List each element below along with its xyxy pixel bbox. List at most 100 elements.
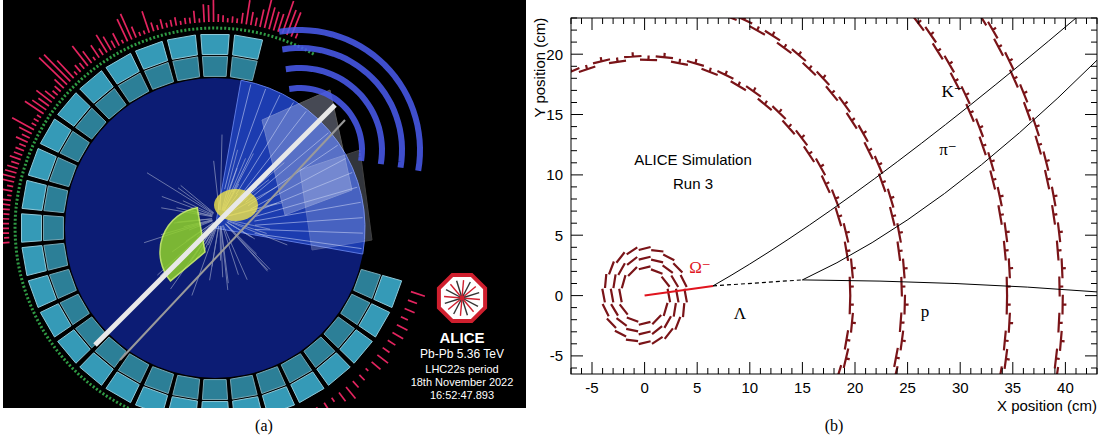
energy-bar	[372, 362, 381, 370]
alice-logo	[439, 275, 485, 321]
tick-label: 10	[546, 166, 563, 183]
module	[167, 397, 197, 408]
tick-label: 5	[555, 227, 563, 244]
track-line	[227, 221, 287, 245]
tick-label: 15	[794, 379, 811, 396]
module	[80, 71, 113, 104]
module	[233, 397, 263, 408]
energy-bar	[405, 308, 415, 312]
panel-caption: (a)	[255, 417, 273, 435]
energy-bar	[3, 184, 12, 192]
track-line	[225, 224, 267, 271]
track-line	[221, 226, 228, 290]
energy-bar	[208, 5, 210, 22]
tick-label: 40	[1057, 379, 1074, 396]
energy-bar	[251, 12, 253, 25]
energy-bar	[397, 325, 408, 331]
tick-label: 15	[546, 106, 563, 123]
omega-track	[645, 286, 713, 296]
energy-bar	[170, 20, 171, 27]
tick-label: 35	[1004, 379, 1021, 396]
energy-bar	[79, 63, 84, 69]
energy-bar	[359, 375, 364, 380]
energy-bar	[295, 33, 297, 38]
energy-bar	[157, 25, 158, 30]
module	[40, 119, 71, 152]
beam-pipe	[120, 120, 345, 360]
energy-bar	[3, 242, 10, 243]
energy-bar	[7, 194, 11, 196]
energy-deposits	[3, 0, 425, 408]
module	[135, 41, 167, 69]
module	[202, 380, 227, 400]
energy-bar	[7, 165, 18, 168]
module	[40, 304, 71, 337]
run-info: Pb-Pb 5.36 TeV	[420, 348, 504, 362]
energy-bar	[194, 11, 195, 23]
module	[167, 35, 197, 59]
track-line	[222, 226, 238, 275]
energy-bar	[10, 156, 21, 160]
logo-ray	[445, 298, 462, 303]
logo-octagon	[439, 275, 485, 321]
energy-bar	[255, 18, 257, 26]
energy-bar	[366, 368, 369, 370]
energy-bar	[231, 16, 233, 22]
logo-ray	[462, 298, 467, 315]
module	[201, 35, 229, 55]
energy-bar	[113, 33, 119, 45]
particle-label: p	[921, 302, 930, 322]
energy-bar	[91, 45, 99, 57]
energy-bar	[12, 118, 34, 130]
module	[173, 57, 200, 81]
run-info: 16:52:47.893	[430, 389, 494, 402]
module	[80, 353, 113, 386]
energy-bar	[57, 61, 74, 79]
energy-bar	[151, 23, 154, 32]
chamber-plate	[300, 150, 372, 250]
module	[44, 186, 68, 213]
energy-bar	[222, 15, 224, 22]
energy-bar	[143, 30, 144, 34]
energy-bar	[44, 55, 70, 82]
wire-line	[229, 89, 266, 190]
energy-bar	[16, 137, 28, 142]
muon-chamber	[286, 68, 382, 164]
energy-bar	[316, 407, 318, 408]
energy-bar	[132, 27, 137, 38]
energy-bar	[213, 0, 215, 22]
energy-bar	[202, 4, 205, 22]
energy-bar	[83, 51, 92, 63]
tracking-layer	[571, 18, 909, 374]
energy-bar	[36, 90, 51, 102]
module	[201, 402, 229, 408]
energy-bar	[3, 179, 14, 182]
energy-bar	[346, 387, 355, 398]
module	[106, 53, 139, 84]
energy-bar	[175, 17, 177, 25]
plot-frame	[571, 18, 1097, 374]
energy-bar	[117, 19, 127, 41]
particle-label: K⁻	[941, 82, 962, 102]
run-info: 18th November 2022	[411, 376, 514, 389]
tick-label: 25	[899, 379, 916, 396]
energy-bar	[3, 208, 10, 210]
track-line	[226, 224, 270, 270]
energy-bar	[3, 213, 9, 215]
energy-bar	[3, 174, 15, 177]
energy-bar	[166, 23, 167, 28]
module	[44, 243, 68, 270]
module	[202, 56, 227, 76]
tick-label: 0	[555, 287, 563, 304]
module	[28, 275, 56, 307]
module	[230, 375, 257, 399]
event-display	[3, 0, 526, 408]
logo-ray	[457, 281, 462, 298]
tick-label: 0	[640, 379, 648, 396]
logo-centre	[460, 296, 465, 301]
energy-bar	[75, 65, 81, 72]
energy-bar	[3, 203, 10, 206]
particle-label: π⁻	[939, 140, 957, 160]
lambda-track	[713, 280, 802, 286]
